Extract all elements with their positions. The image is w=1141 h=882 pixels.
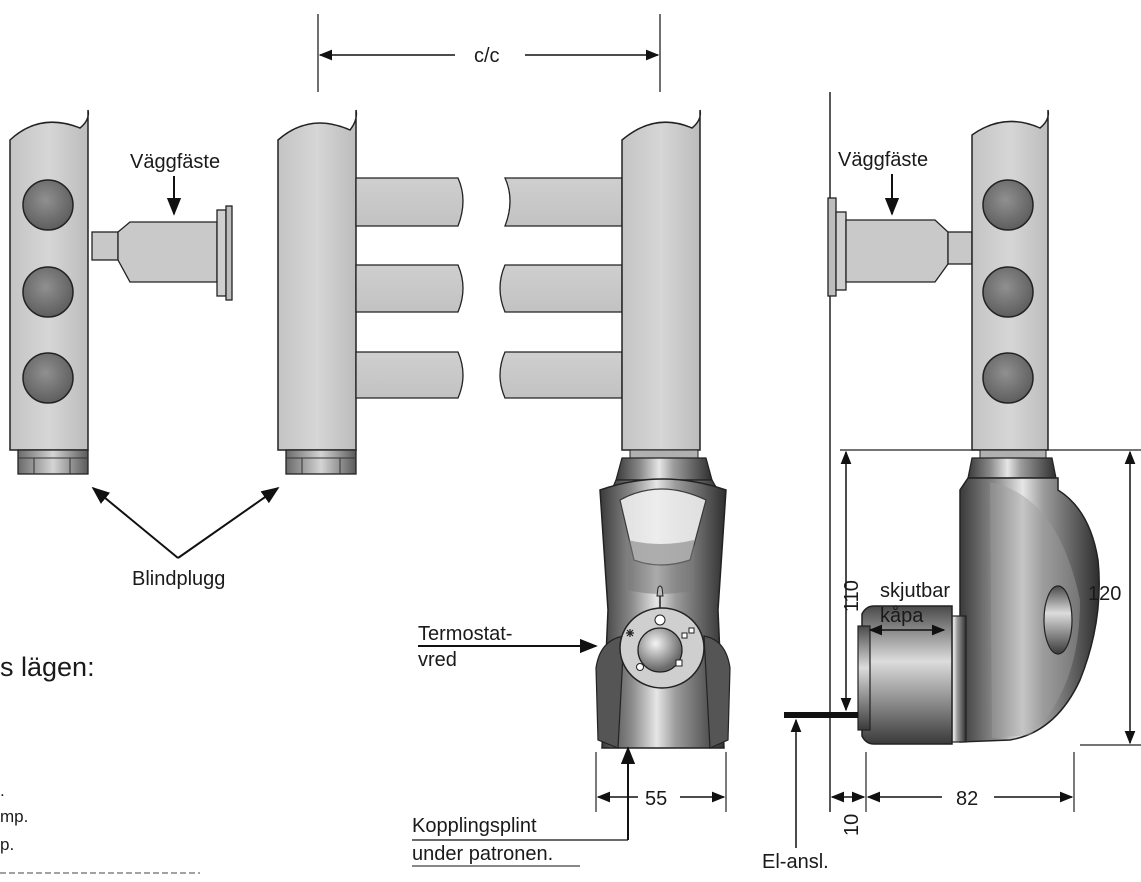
right-pipe-hole (982, 266, 1034, 318)
cc-dimension-label: c/c (474, 45, 500, 67)
wall-gap-10-label: 10 (841, 814, 863, 836)
left-blind-plug (17, 449, 89, 475)
right-wall-bracket-label: Väggfäste (838, 149, 928, 171)
legend: s lägen: . mp. p. (0, 652, 200, 874)
snowflake-icon (626, 629, 634, 637)
left-bracket-stem (91, 231, 119, 261)
sliding-cover[interactable] (861, 605, 953, 745)
right-bracket-stem (947, 231, 973, 265)
dial-pointer (656, 585, 664, 597)
sliding-cover-label-line1: skjutbar (880, 580, 950, 602)
el-connection-label: El-ansl. (762, 851, 829, 873)
legend-line-3: p. (0, 835, 14, 854)
legend-line-2: mp. (0, 807, 28, 826)
rail-bar (355, 351, 464, 399)
width-dimension-label: 55 (645, 788, 667, 810)
front-left-pipe (277, 109, 358, 451)
terminal-label-line1: Kopplingsplint (412, 815, 537, 837)
rail-bar (355, 177, 464, 227)
height-120-label: 120 (1088, 583, 1121, 605)
left-side-view: Väggfäste (9, 109, 233, 475)
rail-bar (499, 351, 623, 399)
front-view: c/c (91, 14, 731, 867)
heater-element-side (857, 449, 1100, 745)
right-side-view: Väggfäste El-ansl. skjutbar kåpa 110 (762, 92, 1141, 873)
thermostat-label-line1: Termostat- (418, 623, 512, 645)
front-right-pipe (621, 109, 702, 451)
right-pipe-hole (982, 352, 1034, 404)
right-bracket-body (845, 219, 949, 283)
legend-line-1: . (0, 781, 5, 800)
left-pipe-hole (22, 352, 74, 404)
blind-plug-label: Blindplugg (132, 568, 225, 590)
left-pipe-hole (22, 179, 74, 231)
left-pipe-hole (22, 266, 74, 318)
left-wall-bracket-label: Väggfäste (130, 151, 220, 173)
height-110-label: 110 (841, 580, 863, 612)
right-bracket-plate (835, 211, 847, 291)
rail-bar (499, 264, 623, 313)
right-pipe-hole (982, 179, 1034, 231)
heater-element-front (595, 449, 731, 749)
legend-heading: s lägen: (0, 652, 95, 682)
rail-bar (355, 264, 464, 313)
thermostat-knob[interactable] (637, 627, 683, 673)
left-bracket-body (117, 221, 218, 283)
left-bracket-plate (216, 209, 227, 297)
sliding-cover-label-line2: kåpa (880, 605, 924, 627)
terminal-label-line2: under patronen. (412, 843, 553, 865)
depth-82-label: 82 (956, 788, 978, 810)
thermostat-label-line2: vred (418, 649, 457, 671)
front-left-blind-plug (285, 449, 357, 475)
rail-bar (503, 177, 623, 227)
